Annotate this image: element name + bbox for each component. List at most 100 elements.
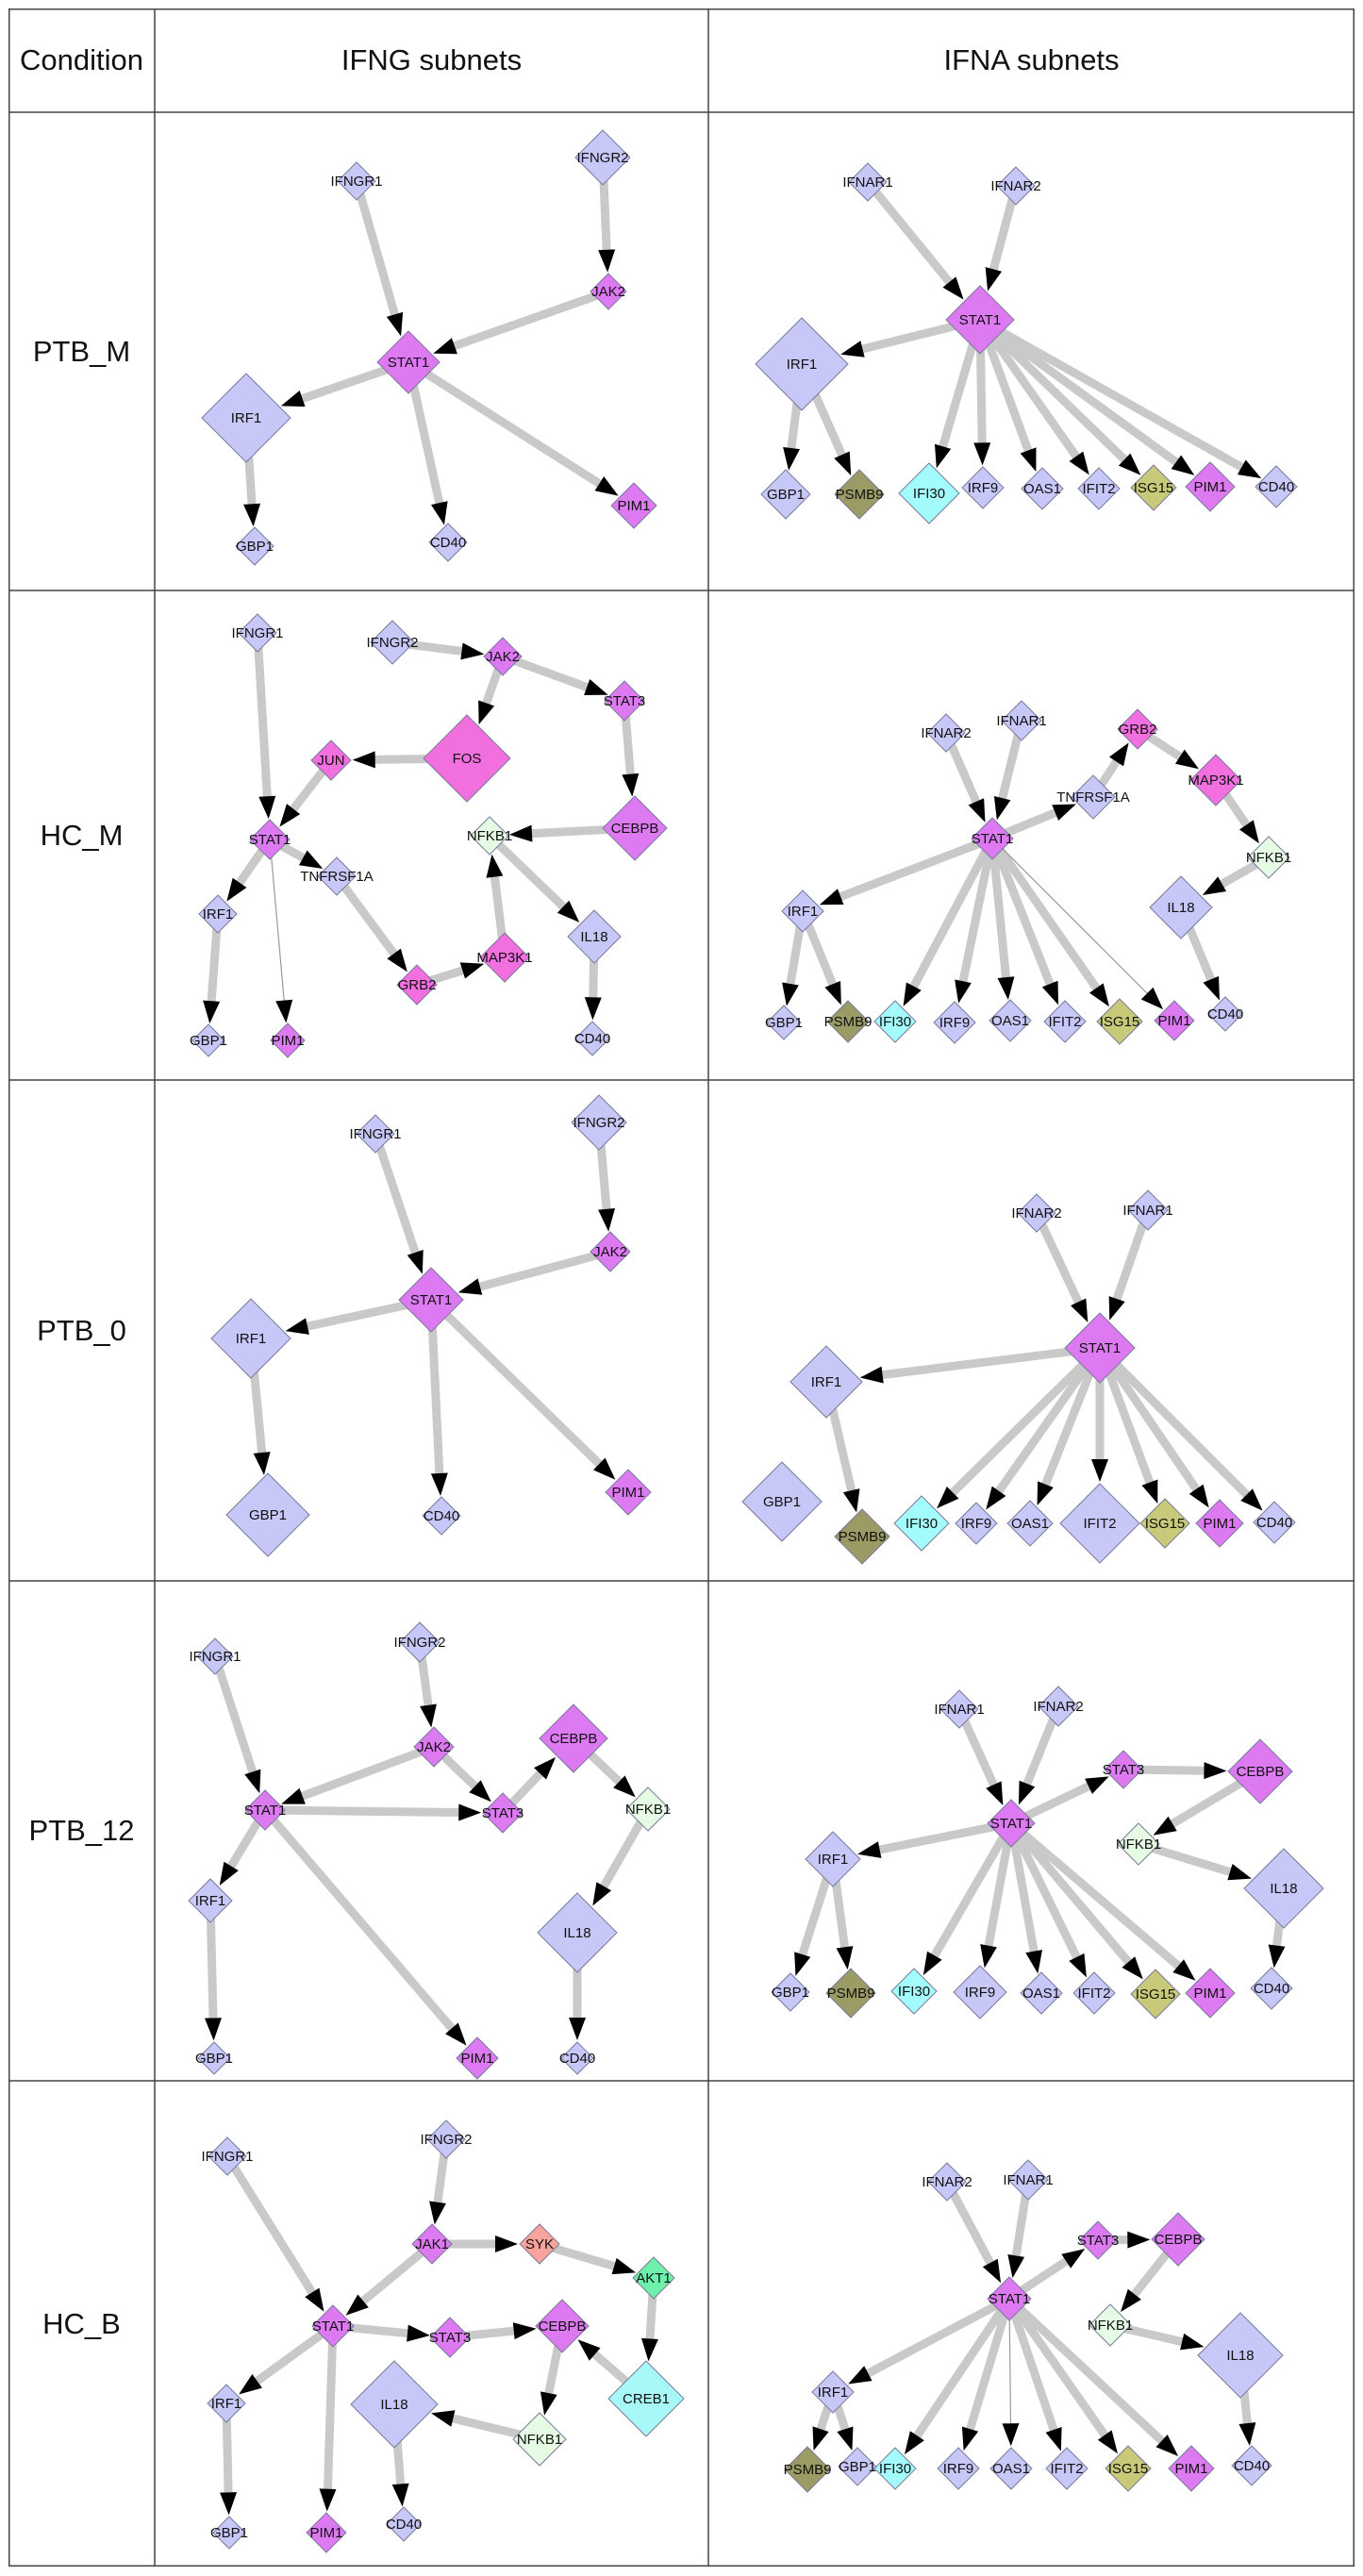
gene-node-creb1[interactable]: CREB1 <box>607 2360 685 2437</box>
gene-node-cebpb[interactable]: CEBPB <box>535 2299 590 2353</box>
gene-node-isg15[interactable]: ISG15 <box>1105 2445 1152 2492</box>
gene-node-stat1[interactable]: STAT1 <box>244 1789 286 1831</box>
gene-node-psmb9[interactable]: PSMB9 <box>834 1508 890 1565</box>
gene-node-ifngr2[interactable]: IFNGR2 <box>366 620 419 665</box>
gene-node-stat3[interactable]: STAT3 <box>429 2317 471 2358</box>
gene-node-irf1[interactable]: IRF1 <box>805 1831 861 1887</box>
gene-node-irf1[interactable]: IRF1 <box>198 894 238 934</box>
gene-node-nfkb1[interactable]: NFKB1 <box>625 1787 671 1832</box>
gene-node-ifnar2[interactable]: IFNAR2 <box>990 166 1041 206</box>
gene-node-stat1[interactable]: STAT1 <box>971 817 1014 860</box>
gene-node-irf9[interactable]: IRF9 <box>955 1502 998 1545</box>
gene-node-pim1[interactable]: PIM1 <box>306 2512 347 2553</box>
gene-node-ifngr2[interactable]: IFNGR2 <box>571 1094 627 1151</box>
gene-node-ifit2[interactable]: IFIT2 <box>1072 1971 1116 2015</box>
gene-node-ifngr1[interactable]: IFNGR1 <box>349 1114 402 1154</box>
gene-node-cd40[interactable]: CD40 <box>422 1496 461 1536</box>
gene-node-oas1[interactable]: OAS1 <box>1021 467 1064 510</box>
gene-node-ifi30[interactable]: IFI30 <box>873 2447 917 2490</box>
gene-node-pim1[interactable]: PIM1 <box>1168 2445 1215 2492</box>
gene-node-pim1[interactable]: PIM1 <box>456 2036 499 2080</box>
gene-node-il18[interactable]: IL18 <box>1149 875 1213 939</box>
gene-node-stat1[interactable]: STAT1 <box>376 330 440 394</box>
gene-node-gbp1[interactable]: GBP1 <box>225 1472 310 1557</box>
gene-node-cebpb[interactable]: CEBPB <box>1227 1738 1293 1804</box>
gene-node-gbp1[interactable]: GBP1 <box>741 1461 823 1542</box>
gene-node-irf1[interactable]: IRF1 <box>811 2370 855 2414</box>
gene-node-syk[interactable]: SYK <box>519 2223 560 2265</box>
gene-node-ifnar1[interactable]: IFNAR1 <box>996 700 1047 741</box>
gene-node-ifnar1[interactable]: IFNAR1 <box>1122 1189 1173 1231</box>
gene-node-irf9[interactable]: IRF9 <box>937 2447 980 2490</box>
gene-node-pim1[interactable]: PIM1 <box>1185 1968 1236 2019</box>
gene-node-isg15[interactable]: ISG15 <box>1096 998 1143 1045</box>
gene-node-isg15[interactable]: ISG15 <box>1139 1498 1190 1549</box>
gene-node-cd40[interactable]: CD40 <box>1231 2445 1272 2486</box>
gene-node-stat1[interactable]: STAT1 <box>398 1267 464 1333</box>
gene-node-pim1[interactable]: PIM1 <box>605 1469 652 1516</box>
gene-node-stat1[interactable]: STAT1 <box>249 819 291 860</box>
gene-node-ifnar1[interactable]: IFNAR1 <box>934 1689 985 1729</box>
gene-node-psmb9[interactable]: PSMB9 <box>784 2446 832 2493</box>
gene-node-il18[interactable]: IL18 <box>1243 1848 1324 1929</box>
gene-node-grb2[interactable]: GRB2 <box>396 964 438 1005</box>
gene-node-ifngr1[interactable]: IFNGR1 <box>189 1637 241 1675</box>
gene-node-pim1[interactable]: PIM1 <box>1154 1000 1195 1041</box>
gene-node-isg15[interactable]: ISG15 <box>1130 1969 1181 2019</box>
gene-node-jak2[interactable]: JAK2 <box>483 637 523 676</box>
gene-node-ifngr2[interactable]: IFNGR2 <box>574 129 631 186</box>
gene-node-psmb9[interactable]: PSMB9 <box>824 1000 873 1043</box>
gene-node-psmb9[interactable]: PSMB9 <box>834 469 885 520</box>
gene-node-cd40[interactable]: CD40 <box>1255 465 1298 508</box>
gene-node-cd40[interactable]: CD40 <box>386 2506 422 2542</box>
gene-node-cd40[interactable]: CD40 <box>1253 1501 1296 1544</box>
gene-node-jak2[interactable]: JAK2 <box>590 273 627 310</box>
gene-node-gbp1[interactable]: GBP1 <box>210 2516 248 2550</box>
gene-node-nfkb1[interactable]: NFKB1 <box>467 816 512 856</box>
gene-node-tnfrsf1a[interactable]: TNFRSF1A <box>300 856 374 896</box>
gene-node-pim1[interactable]: PIM1 <box>270 1022 306 1058</box>
gene-node-ifnar1[interactable]: IFNAR1 <box>1003 2159 1054 2201</box>
gene-node-irf1[interactable]: IRF1 <box>755 317 849 411</box>
gene-node-stat1[interactable]: STAT1 <box>987 2276 1032 2321</box>
gene-node-cd40[interactable]: CD40 <box>1207 996 1243 1032</box>
gene-node-ifngr2[interactable]: IFNGR2 <box>420 2119 473 2159</box>
gene-node-gbp1[interactable]: GBP1 <box>190 1023 227 1057</box>
gene-node-stat1[interactable]: STAT1 <box>1064 1312 1136 1384</box>
gene-node-ifnar2[interactable]: IFNAR2 <box>1011 1193 1062 1233</box>
gene-node-pim1[interactable]: PIM1 <box>610 482 657 529</box>
gene-node-pim1[interactable]: PIM1 <box>1195 1499 1244 1548</box>
gene-node-map3k1[interactable]: MAP3K1 <box>476 932 533 983</box>
gene-node-cebpb[interactable]: CEBPB <box>602 795 668 861</box>
gene-node-pim1[interactable]: PIM1 <box>1185 461 1236 512</box>
gene-node-stat1[interactable]: STAT1 <box>987 1799 1036 1848</box>
gene-node-gbp1[interactable]: GBP1 <box>195 2041 233 2075</box>
gene-node-oas1[interactable]: OAS1 <box>1020 1971 1063 2015</box>
gene-node-ifit2[interactable]: IFIT2 <box>1043 1000 1087 1043</box>
gene-node-jak2[interactable]: JAK2 <box>590 1231 631 1272</box>
gene-node-stat3[interactable]: STAT3 <box>482 1792 524 1834</box>
gene-node-ifnar2[interactable]: IFNAR2 <box>1033 1686 1084 1727</box>
gene-node-il18[interactable]: IL18 <box>537 1892 618 1973</box>
gene-node-jak2[interactable]: JAK2 <box>413 1726 455 1768</box>
gene-node-il18[interactable]: IL18 <box>567 909 622 964</box>
gene-node-ifnar2[interactable]: IFNAR2 <box>922 2162 972 2202</box>
gene-node-cd40[interactable]: CD40 <box>574 1021 610 1056</box>
gene-node-nfkb1[interactable]: NFKB1 <box>1246 836 1291 879</box>
gene-node-stat3[interactable]: STAT3 <box>1103 1750 1144 1789</box>
gene-node-irf1[interactable]: IRF1 <box>201 373 291 463</box>
gene-node-cebpb[interactable]: CEBPB <box>1151 2212 1205 2267</box>
gene-node-ifngr1[interactable]: IFNGR1 <box>231 613 284 653</box>
gene-node-ifngr1[interactable]: IFNGR1 <box>330 161 383 201</box>
gene-node-gbp1[interactable]: GBP1 <box>760 469 811 520</box>
gene-node-stat1[interactable]: STAT1 <box>311 2304 355 2348</box>
gene-node-nfkb1[interactable]: NFKB1 <box>1088 2303 1133 2347</box>
gene-node-jun[interactable]: JUN <box>310 740 352 781</box>
gene-node-gbp1[interactable]: GBP1 <box>235 526 274 566</box>
gene-node-oas1[interactable]: OAS1 <box>989 999 1032 1042</box>
gene-node-nfkb1[interactable]: NFKB1 <box>1116 1822 1161 1866</box>
gene-node-stat1[interactable]: STAT1 <box>945 285 1015 355</box>
gene-node-jak1[interactable]: JAK1 <box>411 2223 453 2265</box>
gene-node-il18[interactable]: IL18 <box>1197 2312 1284 2399</box>
gene-node-fos[interactable]: FOS <box>423 714 511 803</box>
